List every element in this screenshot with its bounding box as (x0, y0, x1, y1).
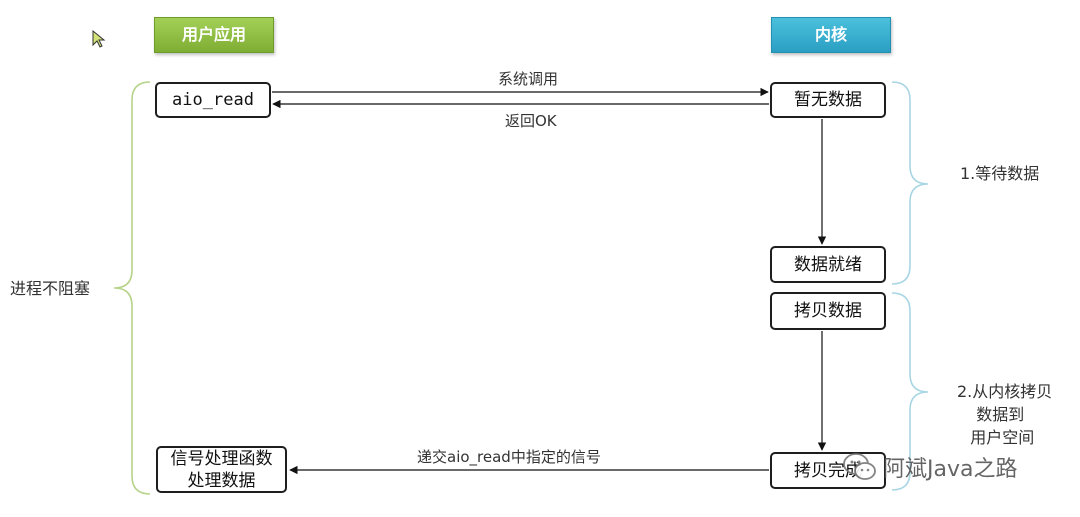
signal-label: 递交aio_read中指定的信号 (417, 448, 601, 466)
copy-data-label: 2.从内核拷贝 数据到 用户空间 (957, 380, 1052, 449)
process-nonblocking-label: 进程不阻塞 (10, 279, 91, 298)
wait-data-label: 1.等待数据 (960, 164, 1040, 183)
wechat-icon (843, 453, 876, 480)
user-app-header: 用户应用 (154, 17, 274, 53)
data-ready-box: 数据就绪 (770, 246, 886, 283)
left-brace (113, 81, 151, 495)
aio-read-box: aio_read (155, 82, 271, 118)
copy-label-line2: 数据到 (976, 405, 1025, 424)
return-ok-label: 返回OK (505, 112, 557, 130)
watermark: 阿斌Java之路 (843, 451, 1017, 483)
right-brace-copy (891, 292, 929, 491)
signal-handler-line1: 信号处理函数 (170, 448, 273, 469)
watermark-text: 阿斌Java之路 (883, 457, 1018, 482)
signal-handler-box: 信号处理函数 处理数据 (156, 446, 287, 493)
right-brace-wait (891, 81, 929, 285)
no-data-box: 暂无数据 (770, 82, 886, 118)
signal-handler-line2: 处理数据 (187, 470, 256, 491)
copy-label-line1: 2.从内核拷贝 (957, 382, 1053, 401)
kernel-header: 内核 (771, 17, 891, 53)
copy-data-box: 拷贝数据 (770, 292, 886, 330)
syscall-label: 系统调用 (498, 70, 559, 88)
mouse-cursor-icon (92, 30, 106, 48)
copy-label-line3: 用户空间 (970, 428, 1035, 447)
